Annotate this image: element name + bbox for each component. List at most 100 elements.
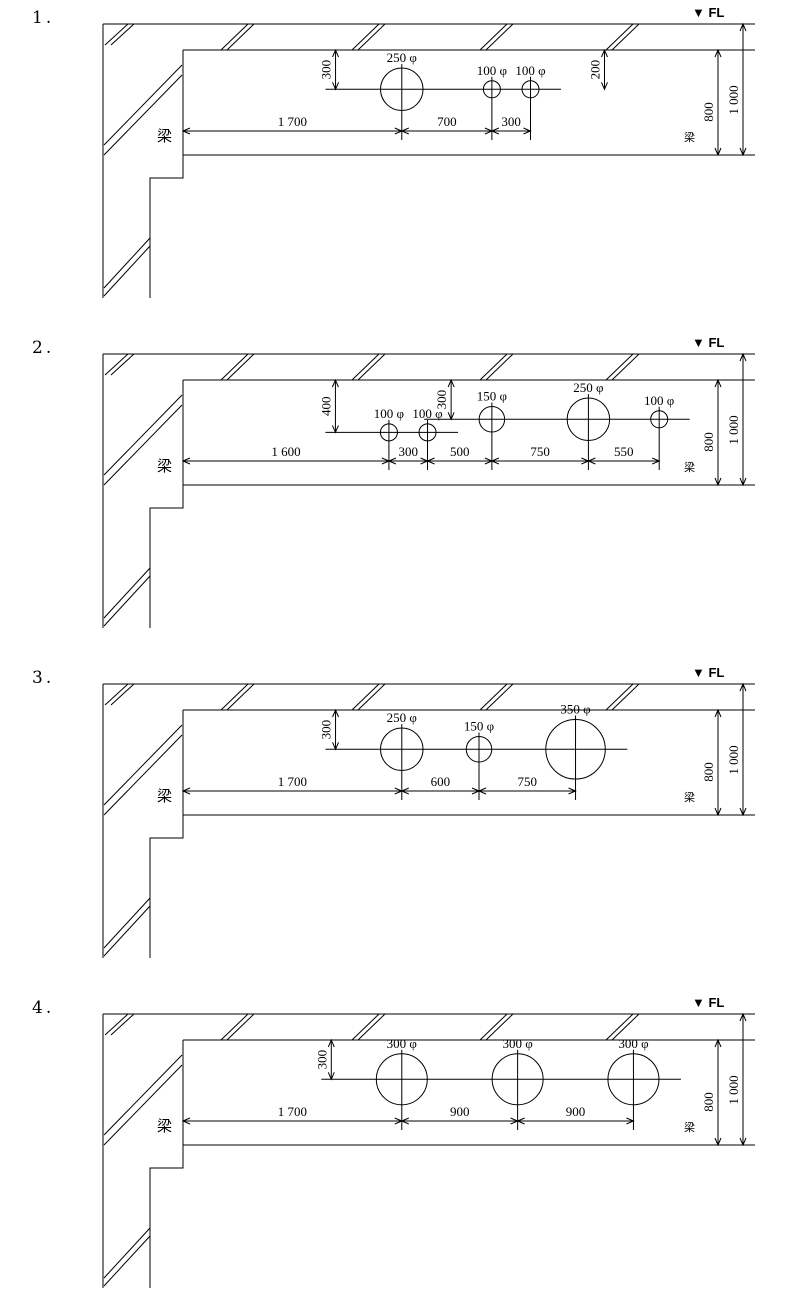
slab-depth-label: 1 000 [726,85,741,114]
slab-depth-label: 1 000 [726,1075,741,1104]
hatch-line [351,23,380,51]
beam-label-small: 梁 [684,460,695,474]
hatch-line [351,353,380,381]
dim-arrow [331,425,339,434]
beam-label: 梁 [157,787,172,805]
depth-dim-label: 300 [319,60,334,80]
dim-arrow [739,807,747,817]
beam-depth-label: 800 [701,762,716,782]
dim-arrow [400,127,409,135]
panel-number: 4. [32,998,55,1018]
dim-arrow [523,127,532,135]
section-hatching [103,23,640,297]
hatch-line [220,683,249,711]
hole-diameter-label: 100 φ [515,63,545,78]
structure-outline [102,23,755,298]
dim-arrow [181,127,191,135]
dim-arrow [714,378,722,388]
holes: 300 φ 300 φ 300 φ [321,1036,681,1130]
spacing-dim-label: 750 [530,444,550,459]
depth-dim-label: 400 [318,396,333,416]
hatch-line [611,1013,640,1041]
hatch-line [605,23,634,51]
structure-outline [102,1013,755,1288]
floor-level-label: ▼ FL [692,995,724,1010]
dim-arrow [327,1038,335,1048]
hatch-line [110,353,135,376]
hole-diameter-label: 100 φ [412,406,442,421]
beam-label: 梁 [157,457,172,475]
dim-arrow [516,1117,525,1125]
dim-arrow [332,48,339,58]
dim-arrow [331,378,339,388]
hatch-line [104,1013,129,1036]
dim-arrow [181,457,191,465]
dim-arrow [601,82,608,91]
dim-arrow [490,127,500,135]
hole: 300 φ [607,1036,660,1130]
hatch-line [220,23,249,51]
hatch-line [611,353,640,381]
floor-level-label: ▼ FL [692,335,724,350]
hatch-line [357,353,386,381]
hole-diameter-label: 250 φ [387,50,417,65]
hole-diameter-label: 300 φ [502,1036,532,1051]
hole-diameter-label: 100 φ [477,63,507,78]
beam-label: 梁 [157,1117,172,1135]
floor-level-label: ▼ FL [692,665,724,680]
spacing-dim-label: 1 700 [278,114,307,129]
hole: 250 φ [380,50,424,140]
panel-number: 3. [32,668,55,688]
hatch-line [220,1013,249,1041]
depth-dim-label: 200 [587,60,602,80]
dim-arrow [400,787,409,795]
hatch-line [479,1013,508,1041]
dim-arrow [447,412,455,421]
hatch-line [103,1054,183,1136]
hole-diameter-label: 300 φ [387,1036,417,1051]
holes: 250 φ 100 φ 100 φ [325,50,561,140]
hole: 150 φ [477,389,507,470]
dim-arrow [714,147,722,157]
panel-number: 1. [32,8,55,28]
hole: 150 φ [464,719,494,800]
hole-depth-dimensions: 300 [319,708,339,751]
dim-arrow [714,708,722,718]
hole: 250 φ [566,380,611,470]
hatch-line [220,353,249,381]
beam-depth-label: 800 [701,432,716,452]
hatch-line [103,1064,183,1146]
spacing-dim-label: 1 700 [278,1104,307,1119]
hole: 100 φ [374,406,404,470]
dim-arrow [327,1072,335,1081]
spacing-dim-label: 750 [518,774,538,789]
dim-arrow [739,22,747,32]
hatch-line [103,404,183,486]
hatch-line [103,394,183,476]
hatch-line [104,353,129,376]
hole-diameter-label: 300 φ [618,1036,648,1051]
depth-dim-label: 300 [314,1050,329,1070]
beam-depth-label: 800 [701,1092,716,1112]
hatch-line [605,353,634,381]
dim-arrow [447,378,455,388]
hatch-line [104,23,129,46]
dim-arrow [332,708,339,718]
depth-dim-label: 300 [319,720,334,740]
hatch-line [103,237,151,289]
dim-arrow [568,787,577,795]
floor-level-label: ▼ FL [692,5,724,20]
hatch-line [226,353,255,381]
hatch-line [110,683,135,706]
spacing-dim-label: 900 [450,1104,470,1119]
dim-arrow [714,1038,722,1048]
panel-number: 2. [32,338,55,358]
slab-depth-label: 1 000 [726,415,741,444]
spacing-dim-label: 700 [437,114,457,129]
